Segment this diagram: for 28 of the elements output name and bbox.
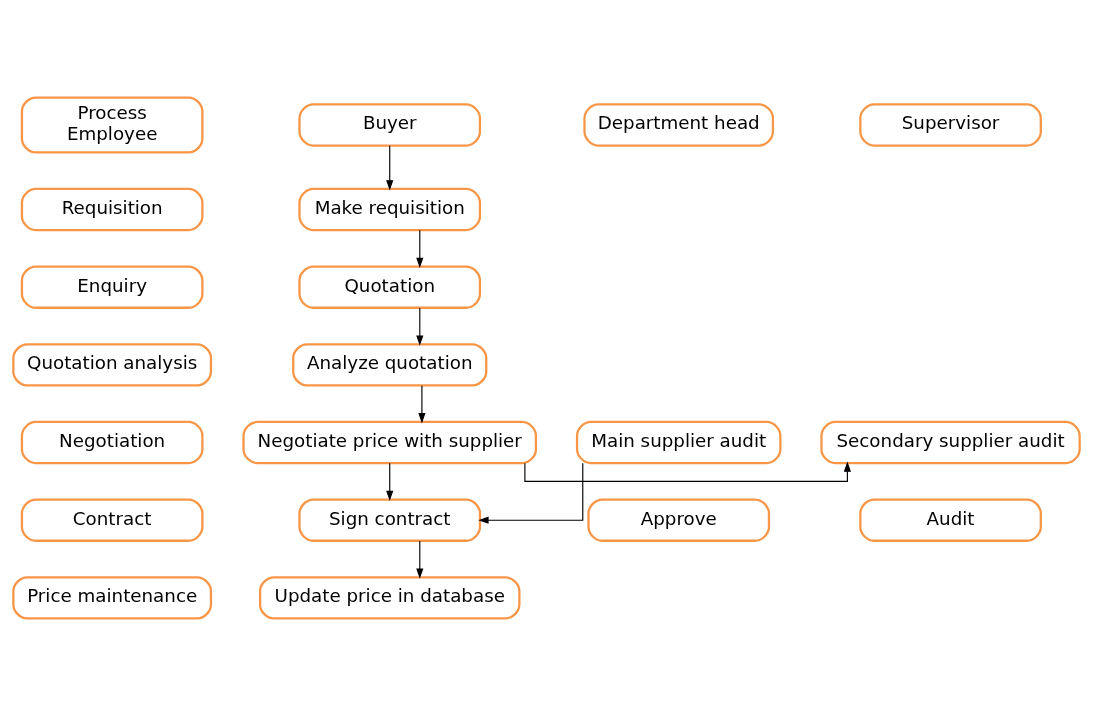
node-box: Analyze quotation bbox=[292, 343, 488, 387]
node-box: Audit bbox=[859, 498, 1042, 542]
arrow bbox=[386, 145, 394, 191]
node-box: Approve bbox=[587, 498, 771, 542]
arrow bbox=[416, 229, 424, 269]
node-box: Contract bbox=[20, 498, 204, 542]
node-box: Quotation bbox=[298, 265, 482, 309]
node-box: Secondary supplier audit bbox=[820, 420, 1081, 465]
node-box: Price maintenance bbox=[12, 576, 213, 620]
node-box: Negotiation bbox=[20, 420, 204, 465]
node-box: Quotation analysis bbox=[12, 343, 213, 387]
arrow bbox=[416, 307, 424, 346]
node-box: Main supplier audit bbox=[575, 420, 782, 465]
node-box: Supervisor bbox=[859, 103, 1042, 147]
node-box: Make requisition bbox=[298, 187, 482, 232]
node-box: Process Employee bbox=[20, 96, 204, 154]
arrow bbox=[416, 540, 424, 579]
arrow bbox=[524, 461, 851, 482]
arrow bbox=[418, 385, 426, 424]
node-box: Department head bbox=[583, 103, 775, 147]
node-box: Enquiry bbox=[20, 265, 204, 309]
arrow bbox=[386, 462, 394, 502]
node-box: Requisition bbox=[20, 187, 204, 232]
node-box: Negotiate price with supplier bbox=[242, 420, 538, 465]
node-box: Update price in database bbox=[258, 576, 521, 620]
node-box: Sign contract bbox=[298, 498, 482, 542]
arrow bbox=[478, 462, 584, 524]
node-box: Buyer bbox=[298, 103, 482, 147]
